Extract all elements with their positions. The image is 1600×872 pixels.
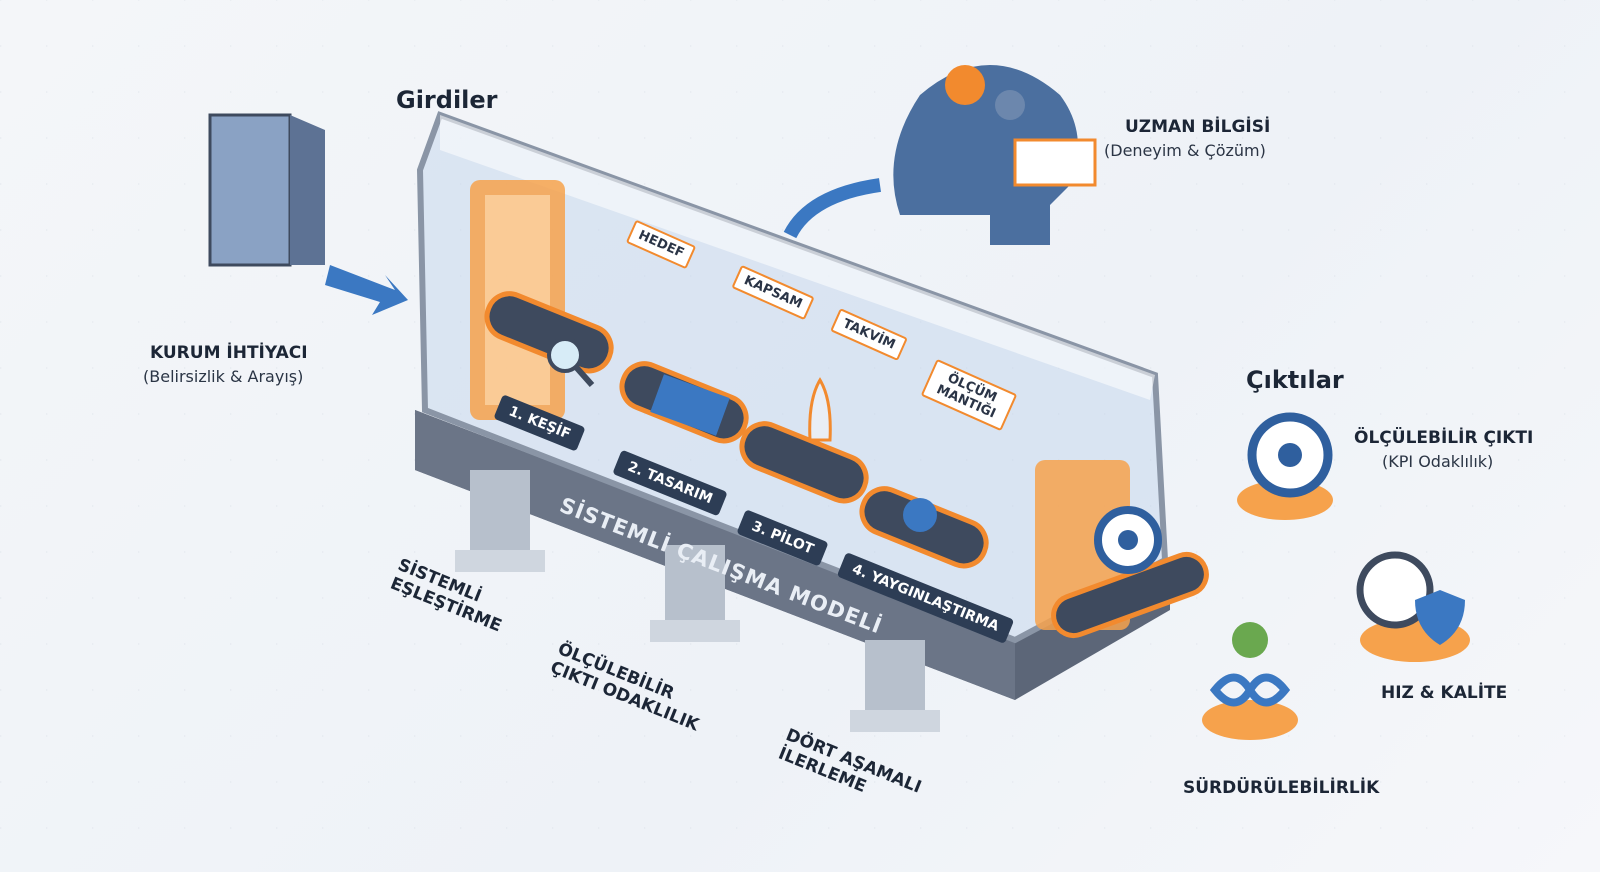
- output-title: HIZ & KALİTE: [1381, 683, 1508, 703]
- gear-icon: [995, 90, 1025, 120]
- pillar: [865, 640, 925, 720]
- curved-arrow-icon: [783, 178, 882, 239]
- book-icon: [1013, 138, 1097, 187]
- shield-icon: [1415, 590, 1465, 645]
- output-subtitle: (KPI Odaklılık): [1382, 452, 1494, 471]
- expert-knowledge-title: UZMAN BİLGİSİ: [1125, 117, 1271, 137]
- rocket-icon: [808, 377, 832, 442]
- magnifier-icon: [547, 337, 583, 373]
- expert-knowledge-subtitle: (Deneyim & Çözüm): [1104, 141, 1266, 160]
- output-title: ÖLÇÜLEBİLİR ÇIKTI: [1354, 428, 1534, 448]
- building-icon: [208, 113, 292, 267]
- stopwatch-icon: [1356, 551, 1434, 629]
- blueprint-icon: [650, 374, 730, 436]
- globe-icon: [903, 498, 937, 532]
- output-title: SÜRDÜRÜLEBİLİRLİK: [1183, 778, 1380, 798]
- outputs-title: Çıktılar: [1246, 366, 1344, 394]
- expert-head-icon: [893, 65, 1078, 245]
- inputs-title: Girdiler: [396, 86, 498, 114]
- organization-need-title: KURUM İHTİYACI: [150, 343, 308, 363]
- organization-need-subtitle: (Belirsizlik & Arayış): [143, 367, 304, 386]
- pillar: [470, 470, 530, 560]
- gear-icon: [945, 65, 985, 105]
- infinity-plant-icon: [1209, 673, 1291, 707]
- input-arrow-icon: [325, 265, 408, 315]
- pillar: [665, 545, 725, 630]
